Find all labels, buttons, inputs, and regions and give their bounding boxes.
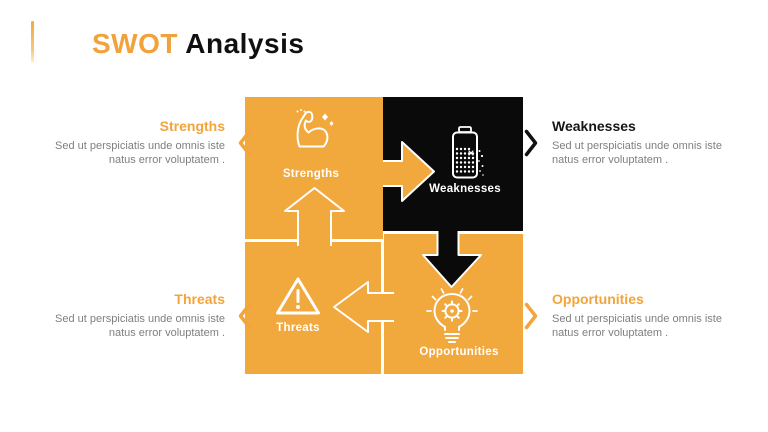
accent-line (31, 21, 34, 63)
callout-threats: Threats Sed ut perspiciatis unde omnis i… (40, 291, 252, 340)
quadrant-label-strengths: Strengths (282, 168, 340, 180)
low-battery-icon (452, 126, 484, 179)
swot-matrix: Strengths Weaknesses Threats Opportuniti… (245, 97, 523, 374)
page-title: SWOT Analysis (92, 28, 304, 60)
quadrant-label-opportunities: Opportunities (419, 346, 499, 358)
callout-strengths-body: Sed ut perspiciatis unde omnis iste natu… (55, 140, 225, 166)
lightbulb-gear-icon (426, 288, 478, 343)
callout-opportunities-body: Sed ut perspiciatis unde omnis iste natu… (552, 313, 722, 339)
callout-threats-body: Sed ut perspiciatis unde omnis iste natu… (55, 313, 225, 339)
callout-strengths: Strengths Sed ut perspiciatis unde omnis… (40, 118, 252, 167)
chevron-left-icon (238, 302, 252, 329)
callout-opportunities: Opportunities Sed ut perspiciatis unde o… (524, 291, 744, 340)
chevron-right-icon (524, 129, 538, 156)
chevron-right-icon (524, 302, 538, 329)
quadrant-label-threats: Threats (276, 322, 320, 334)
callout-strengths-title: Strengths (159, 118, 225, 134)
callout-weaknesses-body: Sed ut perspiciatis unde omnis iste natu… (552, 140, 722, 166)
callout-threats-title: Threats (174, 291, 225, 307)
chevron-left-icon (238, 129, 252, 156)
callout-weaknesses-title: Weaknesses (552, 118, 636, 134)
title-highlight: SWOT (92, 28, 178, 59)
callout-weaknesses: Weaknesses Sed ut perspiciatis unde omni… (524, 118, 744, 167)
callout-opportunities-title: Opportunities (552, 291, 644, 307)
quadrant-label-weaknesses: Weaknesses (429, 183, 501, 195)
muscle-arm-icon (296, 109, 334, 148)
warning-triangle-icon (276, 277, 320, 315)
title-rest: Analysis (185, 28, 305, 59)
